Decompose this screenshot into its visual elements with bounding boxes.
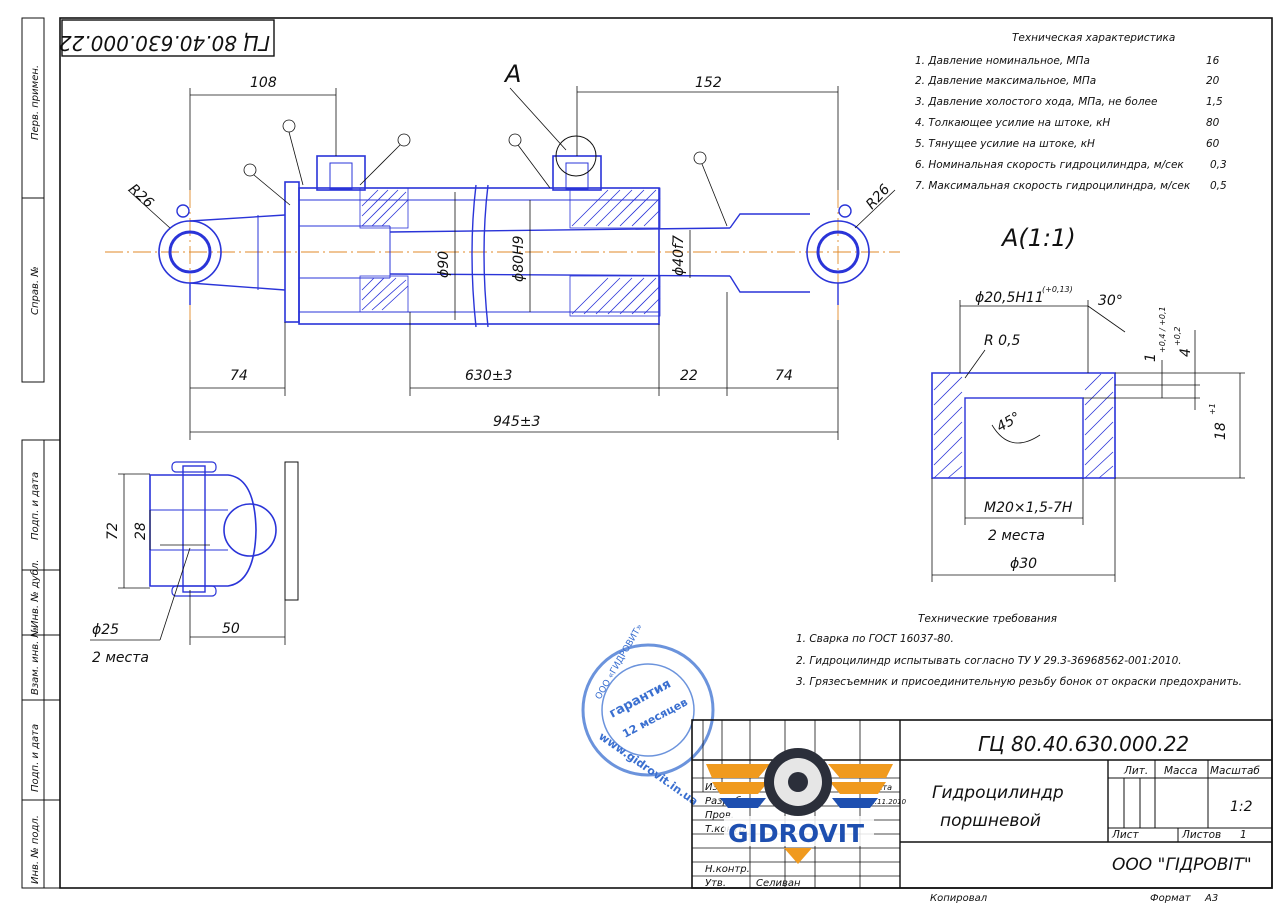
section-a: А(1:1) ϕ20,5 (931, 224, 1245, 582)
tech-char-values: 16 20 1,5 80 60 0,3 0,5 (1206, 55, 1227, 192)
tech-req-item: 1. Сварка по ГОСТ 16037-80. (796, 633, 954, 645)
side-dim-25: ϕ25 (92, 622, 119, 638)
tech-char-item: 3. Давление холостого хода, МПа, не боле… (915, 96, 1157, 108)
tech-char-value: 0,3 (1210, 159, 1227, 171)
tb-format-label: Формат (1150, 893, 1192, 904)
tb-prov: Пров. (705, 810, 734, 821)
tb-company: ООО "ГIДРОВIТ" (1112, 855, 1252, 875)
tech-char-item: 7. Максимальная скорость гидроцилиндра, … (915, 180, 1191, 192)
tb-name-2: поршневой (940, 811, 1041, 831)
cylinder-view: 108 152 R26 R26 74 630±3 22 74 945±3 ϕ90… (105, 60, 900, 440)
side-label-podp1: Подп. и дата (30, 472, 41, 540)
section-d4-tol: +0,2 (1173, 327, 1182, 346)
tech-char-value: 60 (1206, 138, 1220, 150)
tech-char-item: 6. Номинальная скорость гидроцилиндра, м… (915, 159, 1184, 171)
section-r05: R 0,5 (984, 333, 1021, 349)
side-label-inv-dubl: Инв. № дубл. (29, 560, 41, 628)
dim-630: 630±3 (465, 368, 512, 384)
section-d18: 18 (1213, 422, 1229, 440)
section-d1: 1 (1143, 353, 1159, 362)
side-view: 72 28 ϕ25 50 2 места (90, 461, 299, 666)
rotated-code-box: ГЦ 80.40.630.000.22 (59, 19, 275, 57)
warranty-stamp: ООО «ГИДРОВИТ» гарантия 12 месяцев www.g… (581, 623, 715, 808)
section-d205-tol: (+0,13) (1042, 285, 1073, 294)
section-d1-tol: +0,4 / +0,1 (1158, 306, 1167, 353)
side-dim-72: 72 (105, 522, 121, 540)
side-label-podp2: Подп. и дата (30, 724, 41, 792)
tb-copied: Копировал (930, 893, 988, 904)
stamp-outer: ООО «ГИДРОВИТ» (594, 623, 645, 702)
tech-char-item: 2. Давление максимальное, МПа (915, 75, 1096, 87)
tech-char-item: 4. Толкающее усилие на штоке, кН (915, 117, 1110, 129)
rotated-code: ГЦ 80.40.630.000.22 (59, 31, 270, 55)
tech-char-value: 0,5 (1210, 180, 1227, 192)
tb-sheets-value: 1 (1240, 829, 1247, 841)
section-d205: ϕ20,5H11 (975, 290, 1044, 306)
tech-req-item: 2. Гидроцилиндр испытывать согласно ТУ У… (796, 655, 1182, 667)
side-labels: Перв. примен. Справ. № Подп. и дата Инв.… (29, 65, 41, 884)
tb-seliv: Селиван (756, 878, 801, 889)
tb-nkontr: Н.контр. (705, 864, 750, 875)
section-angle30: 30° (1098, 293, 1123, 309)
tech-char-value: 80 (1206, 117, 1220, 129)
tb-utv: Утв. (705, 878, 726, 889)
tech-char-value: 1,5 (1206, 96, 1223, 108)
dim-108: 108 (250, 75, 277, 91)
tb-name-1: Гидроцилиндр (932, 783, 1064, 803)
dim-phi90: ϕ90 (436, 251, 452, 278)
tb-scale-value: 1:2 (1230, 799, 1253, 815)
tb-mass: Масса (1164, 765, 1197, 777)
tech-char: Техническая характеристика 1. Давление н… (915, 32, 1227, 192)
view-label-a: А (503, 60, 521, 88)
dim-152: 152 (695, 75, 722, 91)
side-places: 2 места (92, 650, 149, 666)
dim-945: 945±3 (493, 414, 540, 430)
side-label-sprav: Справ. № (30, 266, 41, 315)
tb-code: ГЦ 80.40.630.000.22 (978, 732, 1189, 756)
side-label-inv-podl: Инв. № подл. (30, 815, 41, 884)
section-label: А(1:1) (1000, 224, 1076, 252)
tb-sheets: Листов (1181, 829, 1221, 841)
logo-text: GIDROVIT (728, 819, 864, 848)
tech-char-item: 1. Давление номинальное, МПа (915, 55, 1090, 67)
section-d18-tol: +1 (1208, 403, 1217, 415)
tech-req-item: 3. Грязесъемник и присоединительную резь… (796, 676, 1242, 688)
dim-74-left: 74 (230, 368, 248, 384)
drawing-frame (21, 17, 1273, 889)
section-d30: ϕ30 (1010, 556, 1037, 572)
tb-format-value: A3 (1204, 893, 1218, 904)
section-angle45: 45° (994, 409, 1024, 435)
tech-char-item: 5. Тянущее усилие на штоке, кН (915, 138, 1095, 150)
section-d4: 4 (1178, 348, 1194, 357)
tech-char-value: 20 (1206, 75, 1220, 87)
tech-req-title: Технические требования (918, 613, 1057, 625)
tech-req: Технические требования 1. Сварка по ГОСТ… (796, 613, 1242, 688)
dim-22: 22 (680, 368, 698, 384)
dim-74-right: 74 (775, 368, 793, 384)
side-label-vzam: Взам. инв. № (30, 627, 41, 695)
section-thread: M20×1,5-7H (984, 500, 1073, 516)
tech-char-labels: 1. Давление номинальное, МПа 2. Давление… (915, 55, 1191, 192)
title-block: Изм. Разраб. Пров. Т.контр. Н.контр. Утв… (691, 719, 1273, 904)
side-dim-50: 50 (222, 621, 240, 637)
side-label-perv: Перв. примен. (30, 65, 41, 140)
stamp-url: www.gidrovit.in.ua (596, 730, 700, 808)
side-dim-28: 28 (133, 522, 149, 540)
dim-phi40: ϕ40f7 (671, 235, 687, 276)
gidrovit-logo: GIDROVIT (706, 748, 893, 864)
tb-scale: Масштаб (1210, 765, 1260, 777)
tb-sheet: Лист (1111, 829, 1139, 841)
section-places: 2 места (988, 528, 1045, 544)
tech-char-title: Техническая характеристика (1012, 32, 1175, 44)
tech-char-value: 16 (1206, 55, 1220, 67)
dim-phi80: ϕ80H9 (511, 235, 527, 282)
dim-r26-right: R26 (863, 181, 893, 212)
tb-lit: Лит. (1123, 765, 1148, 777)
dim-r26-left: R26 (125, 181, 156, 211)
tb-date: 28.11.2010 (866, 798, 907, 806)
